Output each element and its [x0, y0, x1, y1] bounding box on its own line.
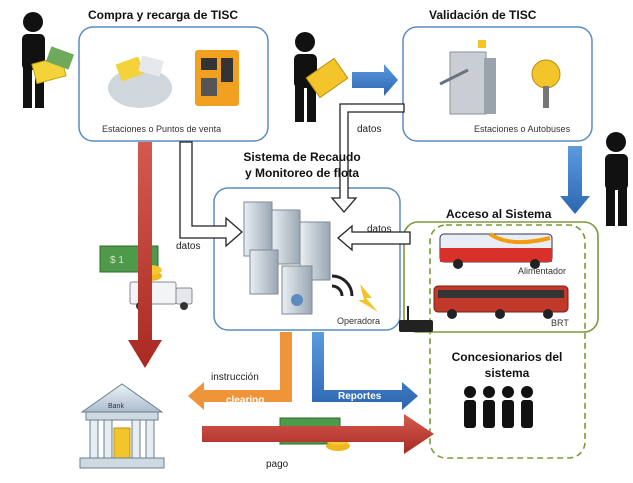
feeder-label: Alimentador	[518, 266, 567, 276]
datos-left-label: datos	[176, 241, 201, 252]
reportes-label: Reportes	[338, 391, 382, 402]
datos-top-label: datos	[357, 124, 382, 135]
acceso-title: Acceso al Sistema	[446, 207, 552, 221]
validacion-title: Validación de TISC	[429, 8, 537, 22]
orange-arrow-clearing	[188, 332, 292, 410]
router-icon	[399, 306, 433, 332]
sistema-title-line1: Sistema de Recaudo	[243, 150, 361, 164]
datos-left-arrow	[179, 141, 243, 248]
pago-label: pago	[266, 459, 289, 470]
turnstile-icon	[439, 40, 496, 115]
validator-icon	[531, 59, 561, 108]
bank-sign: Bank	[108, 403, 124, 410]
concesionarios-line2: sistema	[484, 366, 530, 380]
compra-title: Compra y recarga de TISC	[88, 8, 239, 22]
card-left-icon	[31, 46, 75, 85]
wifi-icon	[331, 274, 354, 297]
datos-right-arrow	[337, 224, 411, 252]
feeder-bus-icon	[439, 232, 553, 269]
instruccion-label: instrucción	[211, 372, 259, 383]
bank-icon	[79, 383, 165, 469]
concesionarios-box	[429, 224, 586, 459]
ticket-machine-icon	[195, 50, 239, 106]
concesionarios-people-icon	[464, 386, 533, 428]
brt-bus-icon	[433, 285, 569, 319]
servers-icon	[243, 201, 331, 315]
red-arrow-pago	[202, 414, 434, 454]
person-left-icon	[22, 12, 45, 108]
card-reader-icon	[108, 55, 172, 108]
svg-text:$ 1: $ 1	[110, 255, 124, 266]
clearing-label: clearing	[226, 395, 265, 406]
blue-arrow-reportes	[312, 332, 418, 410]
datos-top-arrow	[330, 103, 405, 213]
brt-label: BRT	[551, 318, 569, 328]
datos-right-label: datos	[367, 224, 392, 235]
red-arrow-down	[128, 142, 162, 368]
operator-label: Operadora	[337, 316, 381, 326]
lightning-icon	[358, 284, 378, 312]
money-icon-left: $ 1	[99, 245, 162, 281]
card-middle-icon	[305, 57, 349, 99]
validacion-caption: Estaciones o Autobuses	[474, 124, 571, 134]
sistema-title-line2: y Monitoreo de flota	[245, 166, 359, 180]
blue-arrow-top	[352, 64, 398, 96]
blue-arrow-right	[560, 146, 590, 214]
compra-caption: Estaciones o Puntos de venta	[102, 124, 222, 134]
person-right-icon	[605, 132, 628, 226]
concesionarios-line1: Concesionarios del	[451, 350, 563, 364]
